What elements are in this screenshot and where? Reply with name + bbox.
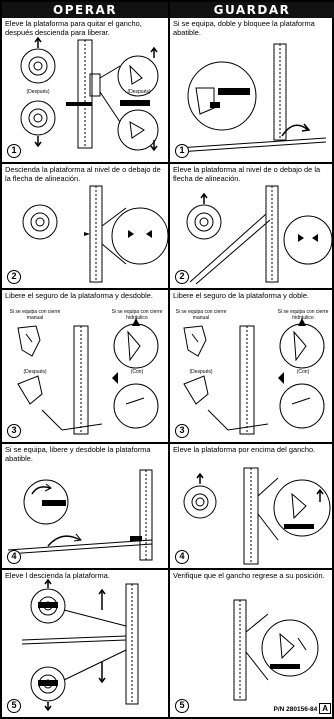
step-number: 5	[7, 699, 21, 713]
operate-step-5: Eleve l descienda la plataforma. 5	[2, 570, 168, 717]
step-number: 2	[175, 270, 189, 284]
raise-above-hook-illustration	[183, 467, 331, 565]
label-after: (Después)	[189, 369, 213, 375]
part-number-text: P/N 280156-84	[273, 706, 318, 713]
step-number: 4	[175, 550, 189, 564]
raise-lower-illustration	[21, 578, 139, 712]
label-after: (Después)	[23, 369, 47, 375]
unfold-flip-platform-illustration	[7, 469, 153, 561]
store-step-5: Verifique que el gancho regrese a su pos…	[170, 570, 334, 717]
step-text: Eleve l descienda la plataforma.	[5, 571, 110, 580]
operate-step-1: Eleve la plataforma para quitar el ganch…	[2, 18, 168, 162]
label-after: (Después)	[26, 89, 50, 95]
store-step-2: Eleve la plataforma al nivel de o debajo…	[170, 164, 334, 288]
header-operate: OPERAR	[2, 2, 168, 18]
label-hydraulic-latch: Si se equipa con cierre hidráulico	[111, 309, 163, 321]
step-text: Verifique que el gancho regrese a su pos…	[173, 571, 325, 580]
hook-release-illustration	[20, 36, 159, 152]
step-number: 1	[7, 144, 21, 158]
row-divider	[2, 442, 334, 444]
store-step-1: Si se equipa, doble y bloquee la platafo…	[170, 18, 334, 162]
step-number: 5	[175, 699, 189, 713]
label-manual-latch: Si se equipa con cierre manual	[175, 309, 227, 321]
label-with: (Con)	[130, 369, 144, 375]
row-divider	[2, 288, 334, 290]
label-hydraulic-latch: Si se equipa con cierre hidráulico	[277, 309, 329, 321]
header-store: GUARDAR	[170, 2, 334, 18]
fold-platform-illustration	[177, 43, 327, 153]
step-text: Descienda la plataforma al nivel de o de…	[5, 165, 161, 183]
store-step-3: Libere el seguro de la plataforma y dobl…	[170, 290, 334, 442]
label-manual-latch: Si se equipa con cierre manual	[9, 309, 61, 321]
step-text: Eleve la plataforma por encima del ganch…	[173, 445, 316, 454]
unlatch-unfold-illustration	[17, 318, 159, 435]
step-text: Si se equipa, doble y bloquee la platafo…	[173, 19, 315, 37]
step-text: Libere el seguro de la plataforma y dobl…	[173, 291, 309, 300]
step-text: Eleve la plataforma al nivel de o debajo…	[173, 165, 321, 183]
step-number: 1	[175, 144, 189, 158]
operate-step-4: Si se equipa, libere y desdoble la plata…	[2, 444, 168, 568]
row-divider	[2, 162, 334, 164]
step-number: 2	[7, 270, 21, 284]
step-number: 4	[7, 550, 21, 564]
step-text: Eleve la plataforma para quitar el ganch…	[5, 19, 142, 37]
step-text: Si se equipa, libere y desdoble la plata…	[5, 445, 151, 463]
column-divider	[168, 2, 170, 717]
unlatch-fold-illustration	[183, 318, 325, 435]
label-with: (Con)	[296, 369, 310, 375]
row-divider	[2, 568, 334, 570]
operate-step-2: Descienda la plataforma al nivel de o de…	[2, 164, 168, 288]
step-number: 3	[7, 424, 21, 438]
lower-platform-illustration	[22, 185, 168, 283]
step-text: Libere el seguro de la plataforma y desd…	[5, 291, 153, 300]
raise-platform-illustration	[186, 185, 333, 285]
label-before: (Después)	[127, 89, 151, 95]
verify-hook-illustration	[233, 599, 319, 701]
step-number: 3	[175, 424, 189, 438]
store-step-4: Eleve la plataforma por encima del ganch…	[170, 444, 334, 568]
operate-step-3: Libere el seguro de la plataforma y desd…	[2, 290, 168, 442]
revision-badge: A	[319, 703, 331, 714]
